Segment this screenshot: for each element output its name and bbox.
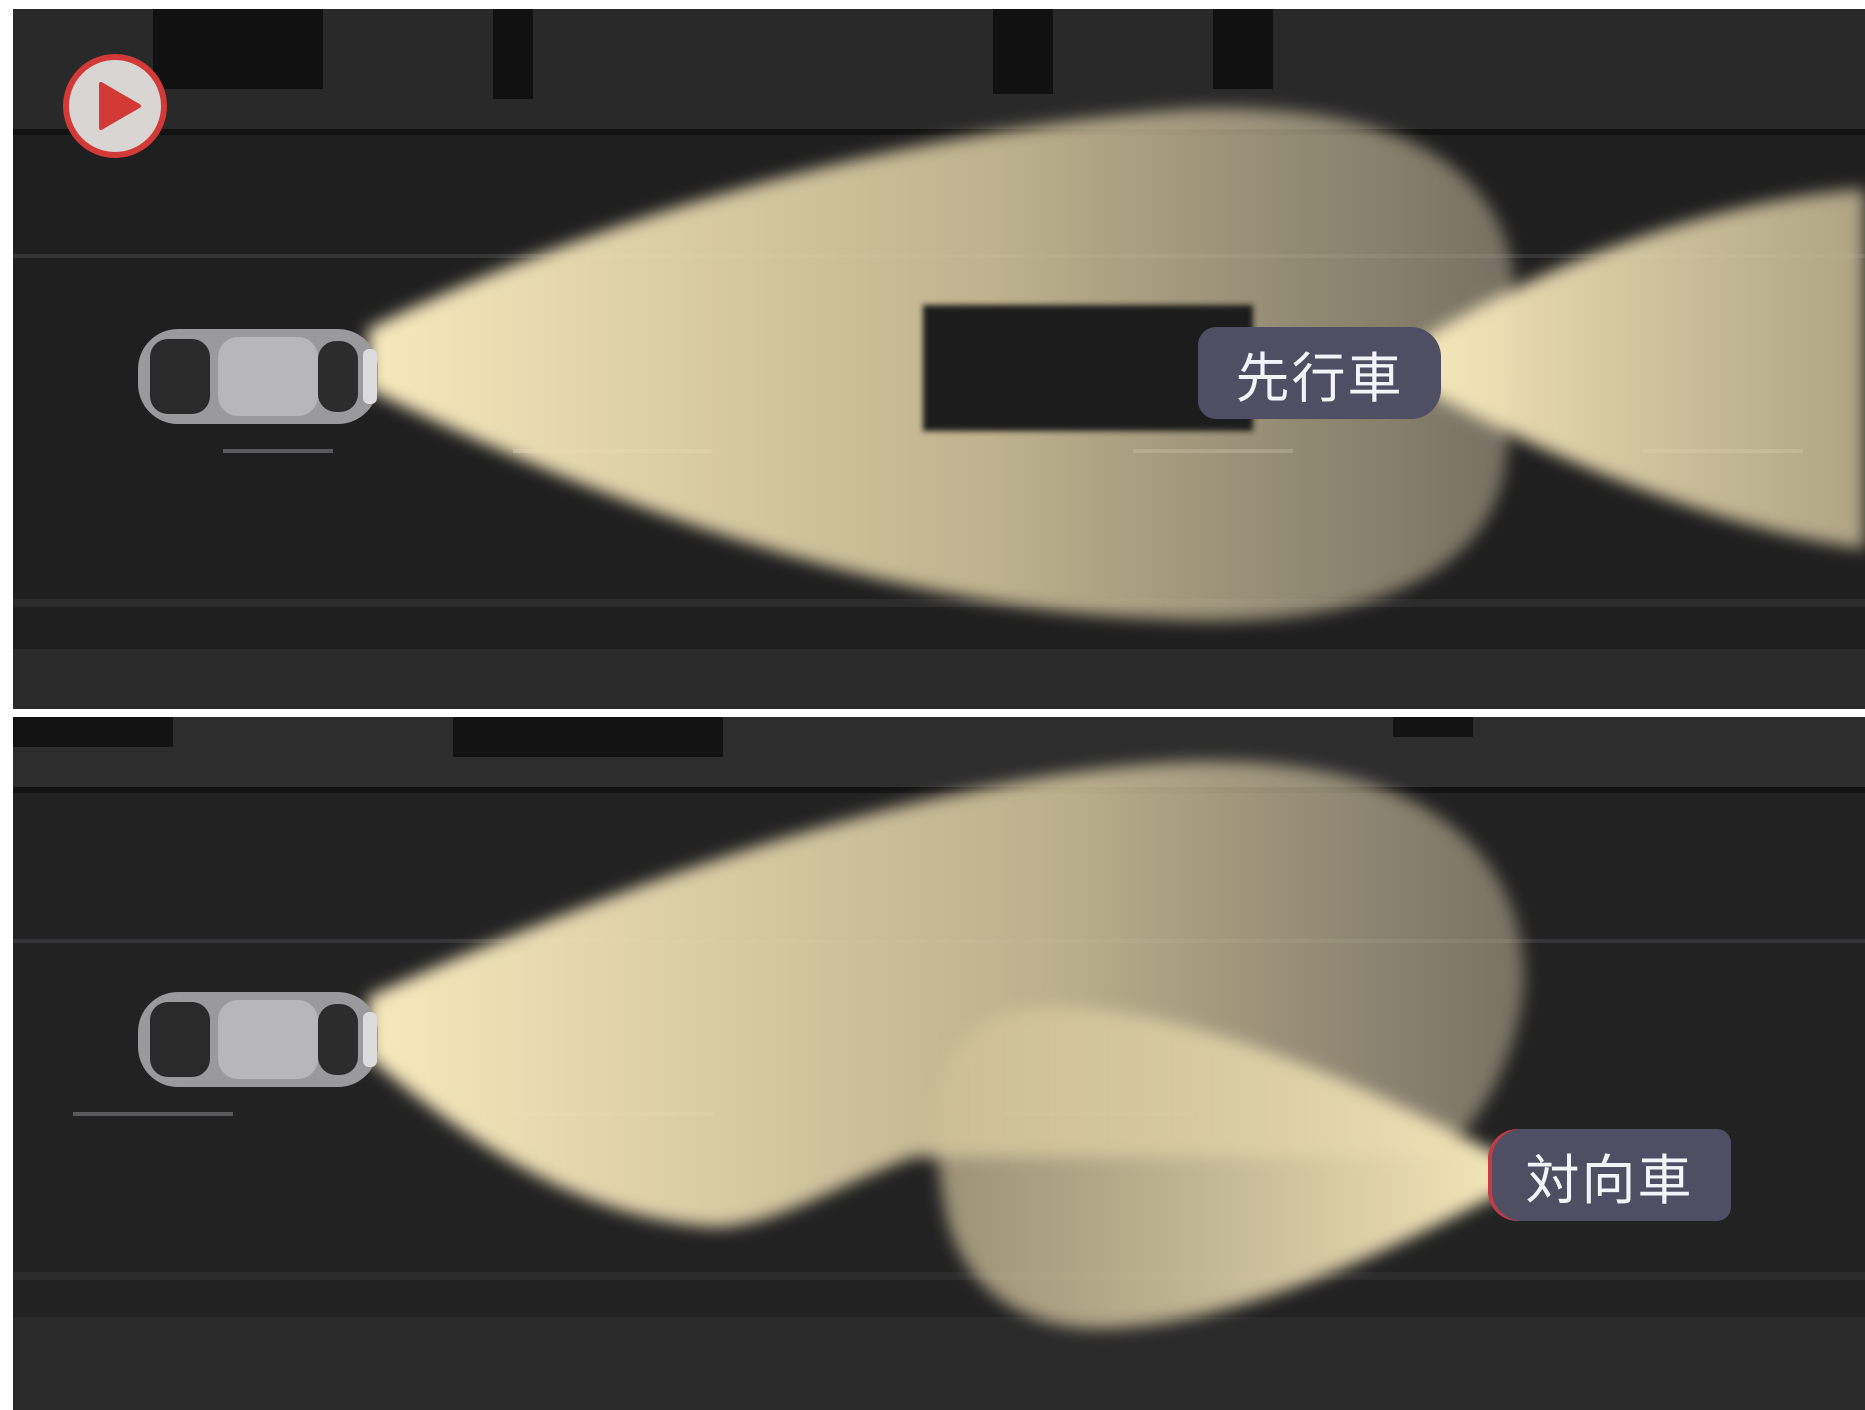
scene-preceding-vehicle: 先行車 (13, 9, 1865, 709)
ego-car (138, 329, 378, 424)
ego-car (138, 992, 378, 1087)
scene-oncoming-vehicle: 対向車 (13, 717, 1865, 1410)
play-icon (63, 54, 167, 158)
preceding-vehicle-car: 先行車 (1198, 327, 1441, 419)
oncoming-vehicle-car: 対向車 (1488, 1129, 1731, 1221)
play-button[interactable] (63, 54, 167, 158)
road-scene-bottom (13, 717, 1865, 1410)
preceding-vehicle-label: 先行車 (1235, 346, 1404, 410)
oncoming-vehicle-label: 対向車 (1525, 1148, 1694, 1212)
road-scene-top (13, 9, 1865, 709)
